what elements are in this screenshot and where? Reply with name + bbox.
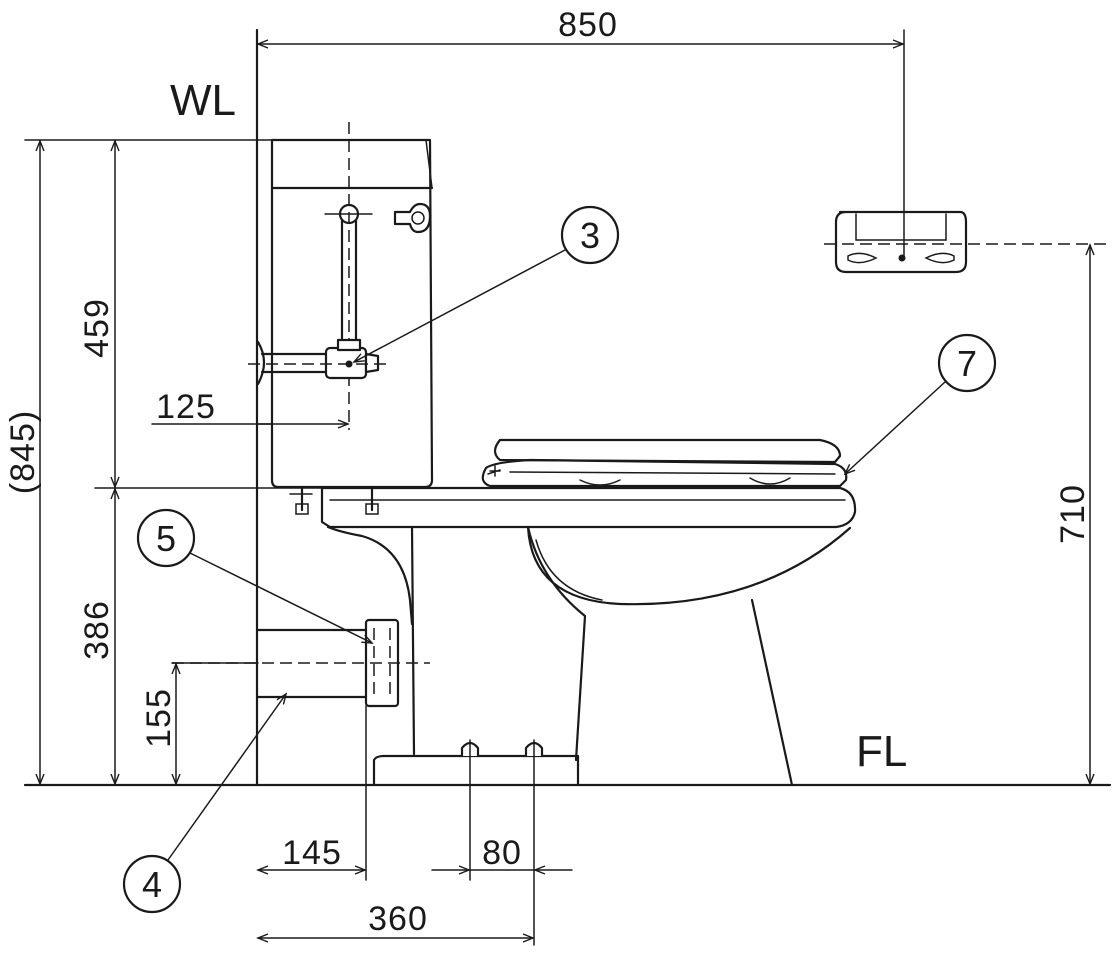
seat-hinge xyxy=(487,465,501,477)
stop-valve-nut xyxy=(364,352,380,374)
callout-5-circle xyxy=(136,508,196,568)
pedestal-front xyxy=(750,598,794,787)
callout-3-leader xyxy=(352,249,566,363)
base-plinth xyxy=(372,754,580,787)
seat-bumper-left xyxy=(579,479,621,486)
paper-holder xyxy=(824,210,1112,274)
tank-bolt-right-nut xyxy=(365,503,379,515)
callout-4: 4 xyxy=(122,692,288,914)
toilet-bowl xyxy=(171,486,857,787)
stop-valve-top xyxy=(336,338,362,352)
callout-7-text: 7 xyxy=(957,343,977,384)
tank-bolt-left-nut xyxy=(295,503,309,515)
trapway-back xyxy=(410,525,416,756)
cistern-tank xyxy=(248,122,434,515)
dimensions: 850 (845) 459 386 155 125 710 145 80 xyxy=(4,6,1095,946)
callout-3-text: 3 xyxy=(580,215,600,256)
dim-459-text: 459 xyxy=(78,298,116,358)
wall-line-label: WL xyxy=(170,76,236,125)
callout-7-circle xyxy=(937,333,997,393)
toilet-seat-lid xyxy=(481,438,848,488)
trap-curve xyxy=(526,525,587,762)
dim-710-text: 710 xyxy=(1054,484,1092,544)
bowl-inner-line xyxy=(535,539,603,601)
callout-5-leader xyxy=(189,552,374,644)
dim-360-text: 360 xyxy=(368,900,428,938)
dim-845-text: (845) xyxy=(4,410,42,494)
paper-holder-body xyxy=(834,210,968,274)
dim-80-text: 80 xyxy=(482,834,522,872)
callout-3-circle xyxy=(560,205,620,265)
paper-holder-wing-right xyxy=(924,252,955,264)
dim-850-text: 850 xyxy=(558,6,618,44)
tank-body xyxy=(270,138,434,489)
callout-4-text: 4 xyxy=(142,864,162,905)
callout-7: 7 xyxy=(843,333,997,476)
dim-145-text: 145 xyxy=(282,834,342,872)
callout-3: 3 xyxy=(352,205,620,363)
dim-125-text: 125 xyxy=(156,388,216,426)
flush-lever-hub xyxy=(411,211,425,225)
bowl-rim xyxy=(320,486,857,529)
floor-line-label: FL xyxy=(856,727,907,776)
callout-7-leader xyxy=(843,381,946,476)
callout-4-leader xyxy=(167,692,288,861)
dim-155-text: 155 xyxy=(140,688,178,748)
tank-lid-bevel xyxy=(425,139,433,189)
callout-5: 5 xyxy=(136,508,374,644)
callout-5-text: 5 xyxy=(156,518,176,559)
bowl-front xyxy=(526,525,852,606)
seat-lid-top xyxy=(493,438,842,464)
seat-bumper-right xyxy=(749,477,791,485)
dim-386-text: 386 xyxy=(78,600,116,660)
paper-holder-wing-left xyxy=(847,252,878,264)
callout-4-circle xyxy=(122,854,182,914)
tank-support xyxy=(326,525,414,626)
seat-parting-line xyxy=(509,471,836,475)
wall-flange xyxy=(256,340,266,386)
